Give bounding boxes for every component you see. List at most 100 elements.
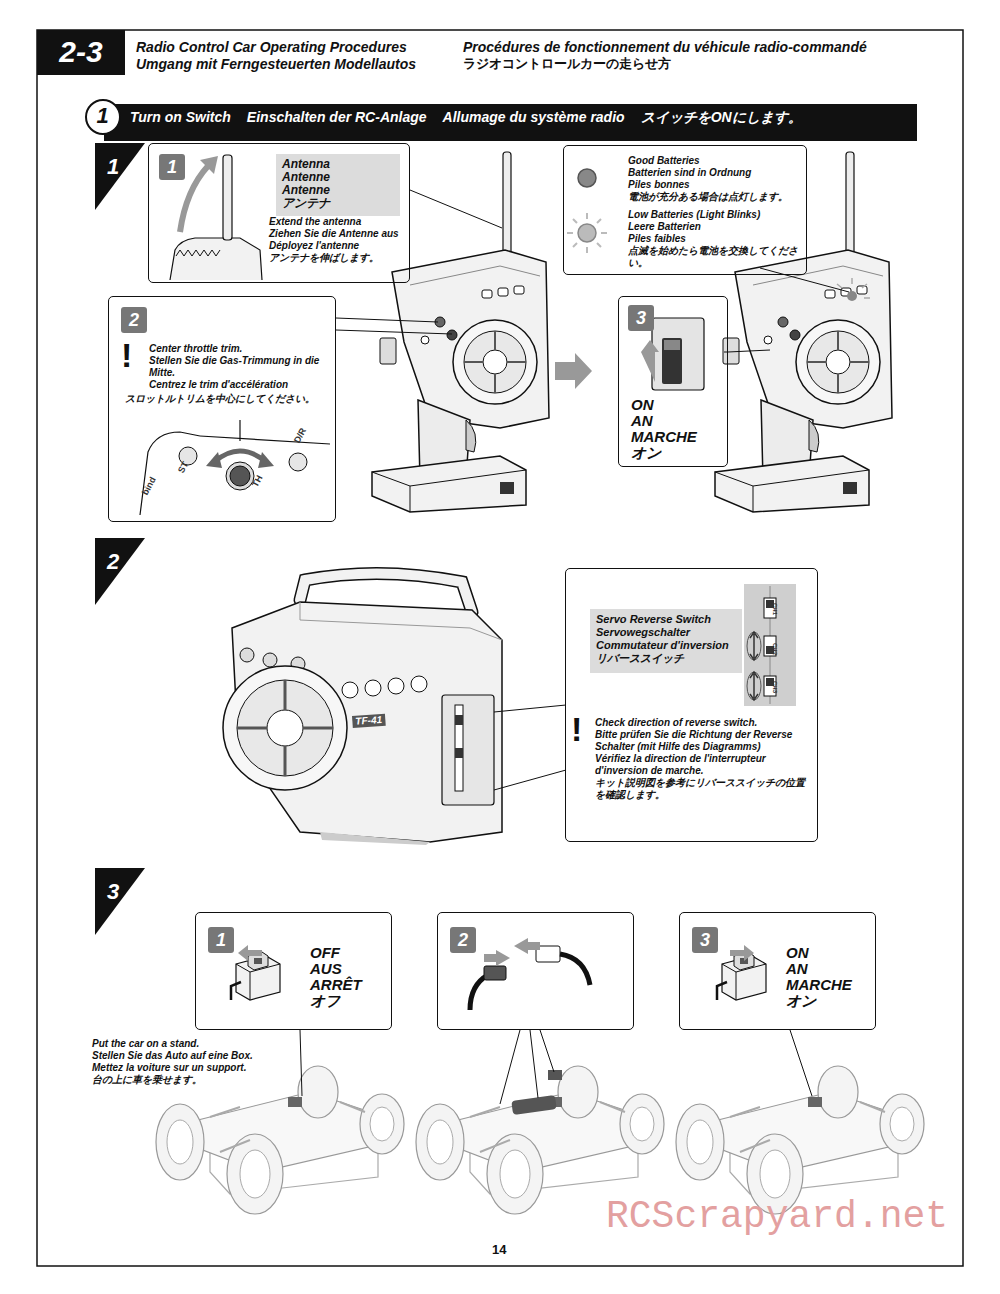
text-group: 1 xyxy=(101,155,125,179)
node-text: 点滅を始めたら電池を交換してください。 xyxy=(628,245,804,269)
callout-box: 2 xyxy=(437,912,634,1030)
node-text: 3 xyxy=(692,927,718,953)
callout-box: Good BatteriesBatterien sind in OrdnungP… xyxy=(563,145,807,275)
node-text: Center throttle trim. xyxy=(149,343,333,355)
channel-label: CH2 xyxy=(771,643,778,655)
text-group: Low Batteries (Light Blinks)Leere Batter… xyxy=(628,209,804,269)
node-text: Allumage du système radio xyxy=(443,109,625,125)
node-text: 1 xyxy=(87,104,118,128)
page-title: Radio Control Car Operating Procedures xyxy=(136,39,407,55)
callout-box: ONANMARCHEオン 3 xyxy=(618,296,728,467)
node-text: Check direction of reverse switch. xyxy=(595,717,811,729)
channel-label: CH1 xyxy=(771,603,778,615)
node-text: Centrez le trim d'accélération xyxy=(149,379,333,391)
node-text: オン xyxy=(786,993,872,1009)
node-text: AN xyxy=(786,961,872,977)
step-title-bar: Turn on Switch Einschalten der RC-Anlage A… xyxy=(104,104,917,141)
channel-label: CH3 xyxy=(771,681,778,693)
node-text: OFF xyxy=(310,945,390,961)
node-text: Stellen Sie die Gas-Trimmung in die Mitt… xyxy=(149,355,333,379)
node-text: ON xyxy=(786,945,872,961)
marker-shape xyxy=(95,868,145,935)
node-text: オフ xyxy=(310,993,390,1009)
text-group: OFFAUSARRÊTオフ xyxy=(310,945,390,1009)
text-group: スロットルトリムを中心にしてください。 xyxy=(125,393,333,405)
text-group: ONANMARCHEオン xyxy=(786,945,872,1009)
trim-label: TH xyxy=(250,473,264,488)
node-text: 1 xyxy=(101,155,125,179)
callout-box: ONANMARCHEオン 3 xyxy=(679,912,876,1030)
text-group: ONANMARCHEオン xyxy=(631,397,725,461)
marker-triangle xyxy=(95,538,145,605)
node-text: Turn on Switch xyxy=(130,109,231,125)
trim-label: ST xyxy=(176,460,190,475)
page-number: 14 xyxy=(492,1242,506,1257)
sub-step-marker: 3 xyxy=(95,868,145,935)
marker-triangle xyxy=(95,143,145,210)
node-text: オン xyxy=(631,445,725,461)
heading-text: Umgang mit Ferngesteuerten Modellautos xyxy=(136,56,416,72)
node-text: Einschalten der RC-Anlage xyxy=(247,109,427,125)
instruction-text: Put the car on a stand. xyxy=(92,1038,199,1050)
marker-shape xyxy=(95,538,145,605)
text-group: 2 xyxy=(121,307,147,333)
node-text: Extend the antenna xyxy=(269,216,405,228)
node-text: Déployez l'antenne xyxy=(269,240,405,252)
part-name-box: AntennaAntenneAntenneアンテナ xyxy=(276,154,400,216)
callout-box: OFFAUSARRÊTオフ 1 xyxy=(195,912,392,1030)
text-group: AntennaAntenneAntenneアンテナ xyxy=(282,158,397,210)
text-group: 3 xyxy=(628,305,654,331)
callout-number: 3 xyxy=(628,305,654,331)
node-text: AN xyxy=(631,413,725,429)
node-text: Vérifiez la direction de l'interrupteur … xyxy=(595,753,811,777)
callout-number: 1 xyxy=(208,927,234,953)
node-text: Bitte prüfen Sie die Richtung der Revers… xyxy=(595,729,811,753)
callout-number: 1 xyxy=(159,154,185,180)
node-text: Ziehen Sie die Antenne aus xyxy=(269,228,405,240)
text-group: 1 xyxy=(87,104,118,128)
warning-mark: ! xyxy=(121,338,132,372)
node-text: 2 xyxy=(450,927,476,953)
heading-text: Procédures de fonctionnement du véhicule… xyxy=(463,39,867,55)
node-text: Good Batteries xyxy=(628,155,804,167)
node-text: 電池が充分ある場合は点灯します。 xyxy=(628,191,804,203)
callout-box: Check direction of reverse switch.Bitte … xyxy=(565,568,818,842)
text-group: 2-3 xyxy=(37,36,125,68)
text-group: 3 xyxy=(101,880,125,904)
node-text: スロットルトリムを中心にしてください。 xyxy=(125,393,333,405)
callout-number: 2 xyxy=(121,307,147,333)
section-number-box: 2-3 xyxy=(37,30,125,75)
sub-step-marker: 2 xyxy=(95,538,145,605)
node-text: リバーススイッチ xyxy=(596,652,740,665)
text-group: Good BatteriesBatterien sind in OrdnungP… xyxy=(628,155,804,203)
step-circle: 1 xyxy=(85,99,121,135)
warning-mark: ! xyxy=(571,712,582,746)
text-group: 1 xyxy=(208,927,234,953)
node-text: 1 xyxy=(159,154,185,180)
node-text: Commutateur d'inversion xyxy=(596,639,740,652)
node-text: ON xyxy=(631,397,725,413)
node-text: Antenne xyxy=(282,184,397,197)
node-text: キット説明図を参考にリバーススイッチの位置を確認します。 xyxy=(595,777,811,801)
node-text: 3 xyxy=(101,880,125,904)
node-text: スイッチをONにします。 xyxy=(641,109,802,125)
text-group: Turn on Switch Einschalten der RC-Anlage A… xyxy=(130,109,910,125)
node-text: Piles faibles xyxy=(628,233,804,245)
node-text: Antenna xyxy=(282,158,397,171)
heading-text: ラジオコントロールカーの走らせ方 xyxy=(463,56,671,72)
text-group: Check direction of reverse switch.Bitte … xyxy=(595,717,811,801)
node-text: AUS xyxy=(310,961,390,977)
text-group: 3 xyxy=(692,927,718,953)
node-text: Servo Reverse Switch xyxy=(596,613,740,626)
node-text: Servowegschalter xyxy=(596,626,740,639)
marker-triangle xyxy=(95,868,145,935)
trim-label: D/R xyxy=(292,426,308,444)
callout-number: 3 xyxy=(692,927,718,953)
text-group: Servo Reverse SwitchServowegschalterComm… xyxy=(596,613,740,665)
instruction-text: Mettez la voiture sur un support. xyxy=(92,1062,246,1074)
node-text: Batterien sind in Ordnung xyxy=(628,167,804,179)
model-name: TF-41 xyxy=(352,714,385,728)
watermark: RCScrapyard.net xyxy=(606,1196,948,1238)
node-text: MARCHE xyxy=(631,429,725,445)
